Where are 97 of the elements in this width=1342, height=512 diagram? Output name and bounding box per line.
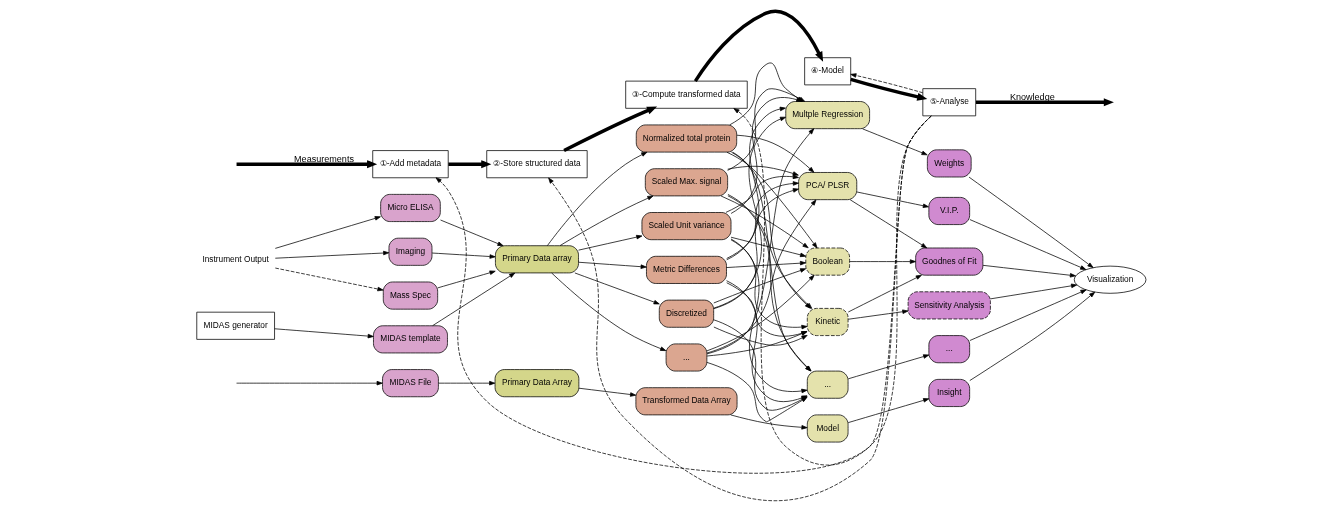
arrow — [435, 115, 932, 474]
arrow — [563, 106, 658, 153]
arrow — [730, 414, 808, 430]
arrow — [578, 387, 637, 397]
arrow — [726, 282, 808, 337]
node-box: Goodnes of Fit — [915, 247, 984, 276]
arrow — [432, 272, 516, 326]
arrow — [726, 181, 799, 259]
arrow — [975, 98, 1114, 107]
node-box: Boolean — [805, 247, 850, 276]
arrow — [849, 259, 916, 264]
arrow — [990, 283, 1078, 300]
arrow — [547, 151, 648, 247]
arrow — [236, 160, 378, 169]
node-box: ①-Add metadata — [372, 150, 449, 179]
node-text: Instrument Output — [202, 254, 269, 265]
node-box: MIDAS template — [373, 325, 448, 354]
node-box: Metric Differences — [646, 255, 727, 284]
arrow — [733, 108, 932, 466]
node-box: Transformed Data Array — [635, 387, 738, 416]
arrow — [726, 151, 818, 249]
arrow — [726, 260, 807, 268]
arrow — [862, 128, 928, 156]
arrow — [847, 398, 930, 423]
arrow — [693, 9, 824, 82]
node-box: ③-Compute transformed data — [625, 80, 748, 109]
node-box: Sensitivity Analysis — [907, 291, 991, 320]
node-box: ... — [928, 335, 971, 364]
arrow — [706, 331, 808, 357]
arrow — [713, 268, 807, 304]
arrow — [274, 250, 390, 259]
node-box: Model — [806, 414, 849, 443]
arrow — [578, 261, 647, 269]
arrow — [574, 272, 660, 305]
node-box: Normalized total protein — [635, 124, 738, 153]
node-box: ④-Model — [804, 57, 852, 86]
arrow — [730, 236, 807, 258]
arrow — [440, 219, 504, 247]
arrow — [730, 239, 808, 330]
arrow — [725, 174, 799, 213]
arrow — [706, 199, 817, 354]
node-box: V.I.P. — [928, 197, 971, 225]
arrow — [850, 77, 928, 101]
arrow — [559, 195, 654, 246]
arrow — [969, 289, 1087, 341]
arrow — [548, 115, 932, 501]
arrow — [713, 326, 808, 346]
arrow — [236, 380, 383, 386]
node-box: Imaging — [388, 237, 433, 266]
node-box: Scaled Max. signal — [644, 168, 728, 197]
arrow — [847, 354, 930, 380]
node-box: ②-Store structured data — [486, 150, 588, 179]
arrow — [968, 176, 1094, 268]
arrow — [713, 188, 799, 309]
node-box: Primary Data Array — [494, 369, 580, 398]
arrow — [726, 106, 786, 261]
arrow — [551, 272, 667, 351]
arrow — [850, 73, 924, 94]
node-box: MIDAS generator — [196, 311, 275, 340]
edge-label: Knowledge — [1009, 91, 1055, 102]
arrow — [706, 274, 815, 352]
node-box: Scaled Unit variance — [641, 212, 732, 241]
arrow — [727, 165, 799, 176]
node-box: Primary Data array — [495, 245, 579, 274]
arrow — [969, 291, 1096, 381]
arrow — [713, 116, 786, 310]
arrow — [849, 199, 928, 249]
node-box: PCA/ PLSR — [798, 172, 858, 201]
arrow — [274, 216, 381, 249]
arrow — [847, 309, 909, 320]
node-box: Mass Spec — [382, 281, 439, 310]
arrow — [969, 219, 1087, 270]
edge-label: Measurements — [294, 153, 354, 164]
node-box: ... — [806, 370, 849, 399]
arrow — [847, 274, 922, 313]
arrow — [720, 195, 809, 249]
node-box: Insight — [928, 379, 971, 407]
arrow — [431, 252, 496, 259]
arrow — [730, 238, 808, 394]
arrow — [438, 380, 496, 386]
arrow — [274, 328, 374, 339]
node-box: Multple Regression — [785, 101, 870, 130]
node-box: Discretized — [658, 299, 715, 328]
arrow — [274, 267, 384, 292]
arrow — [437, 270, 496, 289]
arrow — [578, 234, 643, 251]
arrow — [982, 264, 1076, 278]
node-box: Micro ELISA — [380, 194, 441, 222]
node-box: ... — [665, 343, 708, 372]
node-box: MIDAS File — [382, 369, 439, 398]
node-box: ⑤-Analyse — [922, 88, 977, 117]
node-box: Weights — [927, 149, 972, 178]
arrow — [736, 134, 815, 173]
node-box: Kinetic — [806, 308, 849, 336]
arrow — [706, 128, 815, 355]
arrow — [856, 191, 929, 208]
arrow — [448, 160, 492, 169]
